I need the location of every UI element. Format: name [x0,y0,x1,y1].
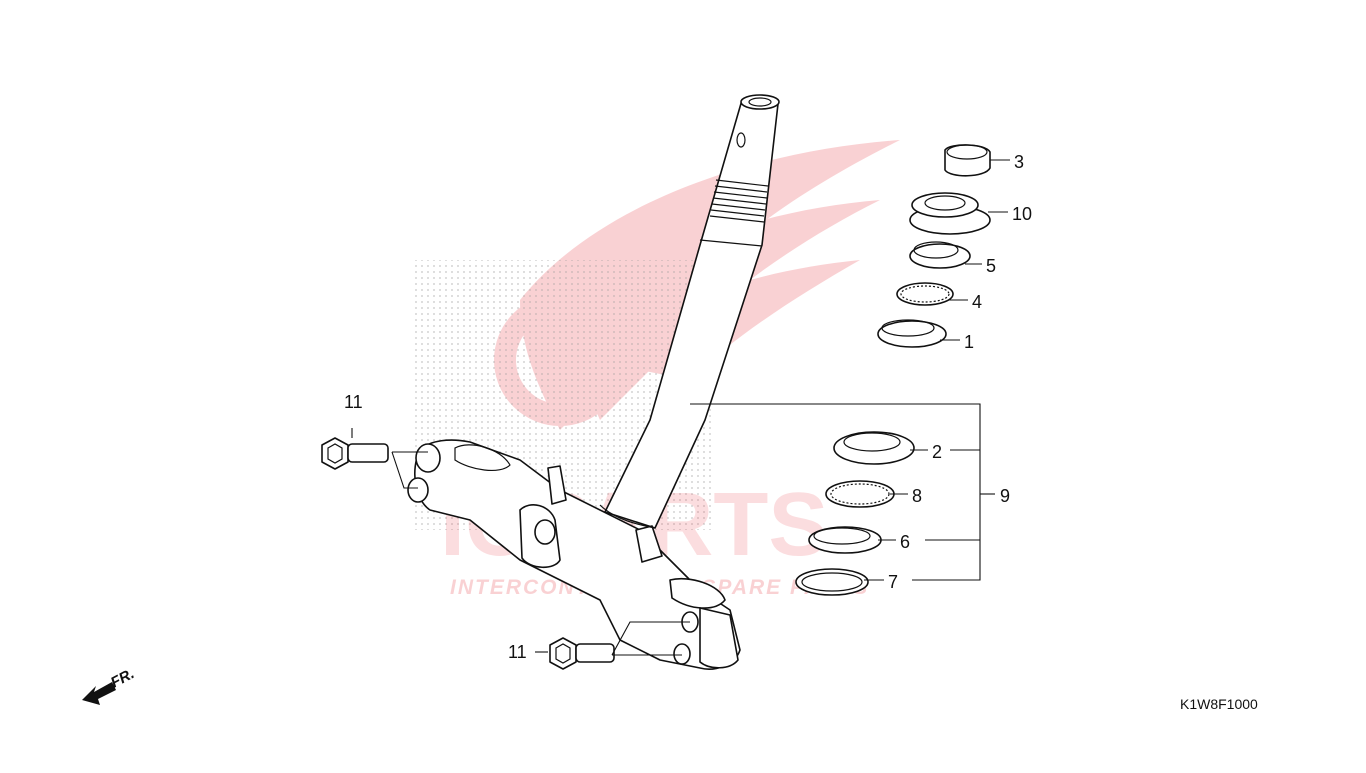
callout-9: 9 [1000,486,1010,506]
part-1-lower-race [877,319,947,348]
callout-2: 2 [932,442,942,462]
part-7-dust-seal [795,568,869,596]
callout-11-lower: 11 [508,642,527,662]
part-3-nut [944,144,991,177]
callout-4: 4 [972,292,982,312]
callout-7: 7 [888,572,898,592]
callout-8: 8 [912,486,922,506]
front-direction-arrow-icon: FR. [82,665,137,705]
callout-3: 3 [1014,152,1024,172]
bolt-upper [321,437,389,470]
callout-10: 10 [1012,204,1032,224]
bottom-bridge [407,439,741,670]
part-10-adjusting-nut [909,192,991,235]
part-8-lower-bearing [825,480,895,508]
callout-5: 5 [986,256,996,276]
callout-11-upper: 11 [344,392,363,412]
part-2-seal [833,431,915,465]
callout-6: 6 [900,532,910,552]
bolt-lower [549,637,615,670]
part-5-upper-race [909,241,971,269]
part-4-upper-bearing [896,282,954,306]
leader-lines [351,159,1010,656]
diagram-code: K1W8F1000 [1180,696,1258,712]
part-6-race [808,526,882,554]
callout-1: 1 [964,332,974,352]
